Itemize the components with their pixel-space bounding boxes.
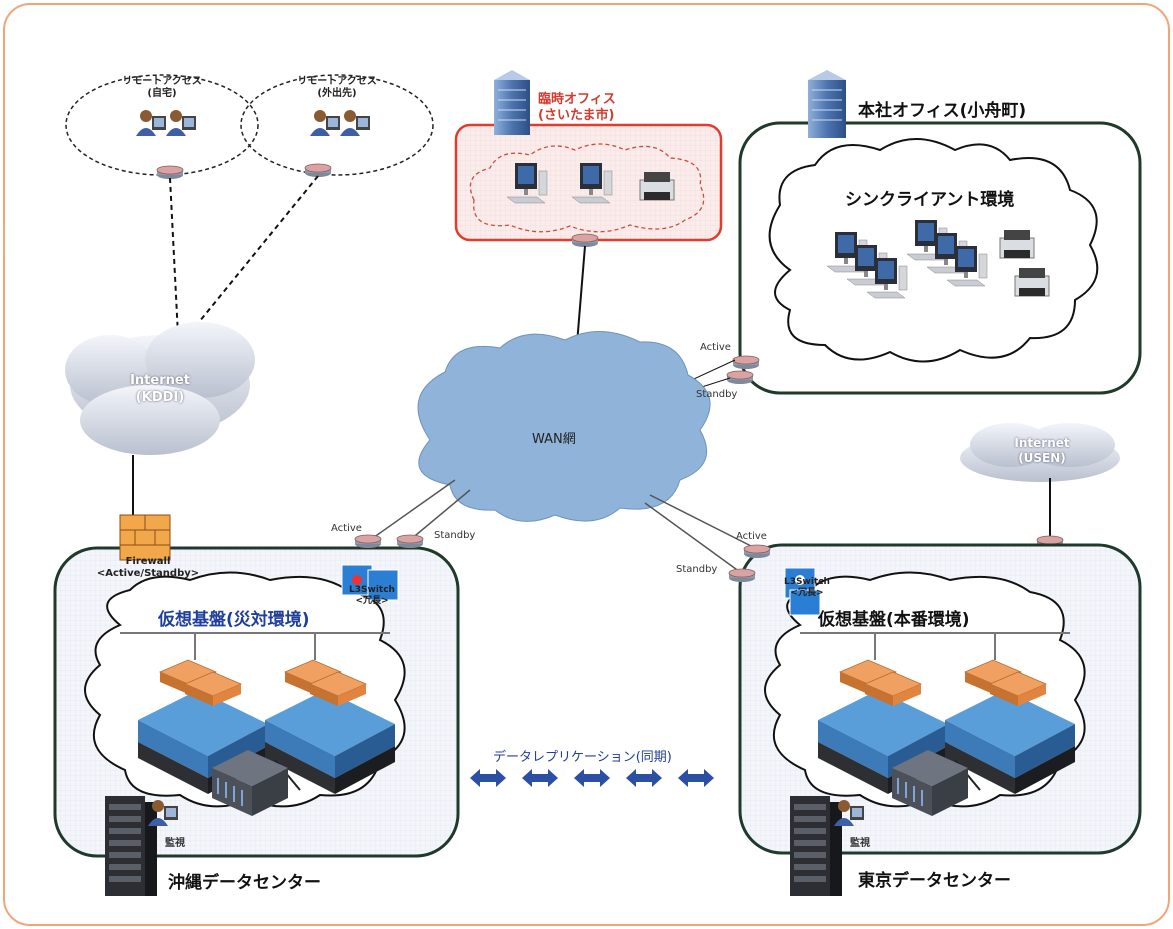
okinawa-dc-name: 沖縄データセンター bbox=[168, 873, 321, 893]
link-line bbox=[409, 489, 471, 541]
link-line bbox=[644, 502, 741, 573]
monitor-label: 監視 bbox=[850, 838, 870, 849]
hq-office-title: 本社オフィス(小舟町) bbox=[858, 101, 1027, 121]
router-icon bbox=[354, 534, 382, 549]
okinawa-env-title: 仮想基盤(災対環境) bbox=[158, 610, 310, 630]
l3-switch-label-tokyo: L3Switch<冗長> bbox=[784, 577, 830, 598]
tokyo-dc-name: 東京データセンター bbox=[858, 871, 1011, 891]
firewall-icon bbox=[119, 514, 171, 561]
rack-icon bbox=[105, 796, 157, 896]
standby-label: Standby bbox=[676, 564, 718, 575]
l3-switch-icon bbox=[784, 567, 821, 616]
remote-home-zone bbox=[65, 74, 259, 176]
internet-usen-cloud bbox=[960, 423, 1120, 482]
vpn-link bbox=[185, 175, 319, 339]
replication-label: データレプリケーション(同期) bbox=[493, 750, 672, 765]
temp-office-cloud bbox=[469, 143, 705, 233]
router-icon bbox=[743, 544, 771, 559]
router-icon bbox=[156, 165, 184, 180]
printer-icon bbox=[1014, 267, 1050, 297]
l3-switch-icon bbox=[341, 564, 399, 601]
internet-kddi-cloud bbox=[65, 322, 255, 455]
active-label: Active bbox=[700, 342, 731, 353]
l3-switch-label-okinawa: L3Switch<冗長> bbox=[349, 585, 395, 606]
link-line bbox=[649, 494, 756, 549]
printer-icon bbox=[999, 229, 1035, 259]
building-icon bbox=[494, 70, 530, 135]
building-icon bbox=[808, 70, 846, 138]
router-icon bbox=[728, 568, 756, 583]
router-icon bbox=[732, 355, 760, 370]
active-label: Active bbox=[331, 523, 362, 534]
link-line bbox=[369, 479, 456, 541]
router-icon bbox=[726, 370, 754, 385]
standby-label: Standby bbox=[434, 530, 476, 541]
internet-usen-label: Internet(USEN) bbox=[1014, 436, 1070, 465]
firewall-label: Firewall<Active/Standby> bbox=[96, 556, 200, 579]
remote-out-label: リモートアクセス(外出先) bbox=[297, 76, 377, 99]
thin-client-title: シンクライアント環境 bbox=[845, 190, 1015, 210]
wan-label: WAN網 bbox=[532, 432, 576, 447]
rack-icon bbox=[790, 796, 842, 896]
tokyo-env-title: 仮想基盤(本番環境) bbox=[818, 610, 970, 630]
printer-icon bbox=[639, 171, 675, 201]
router-icon bbox=[571, 233, 599, 248]
router-icon bbox=[304, 163, 332, 178]
temp-office-label: 臨時オフィス(さいたま市) bbox=[538, 92, 616, 123]
internet-kddi-label: Internet(KDDI) bbox=[130, 373, 190, 405]
standby-label: Standby bbox=[696, 389, 738, 400]
active-label: Active bbox=[736, 531, 767, 542]
remote-out-zone bbox=[240, 74, 434, 176]
wan-cloud bbox=[417, 331, 711, 522]
thin-client-cloud bbox=[768, 138, 1099, 363]
monitor-label: 監視 bbox=[165, 838, 185, 849]
remote-home-label: リモートアクセス(自宅) bbox=[122, 76, 202, 99]
router-icon bbox=[396, 534, 424, 549]
